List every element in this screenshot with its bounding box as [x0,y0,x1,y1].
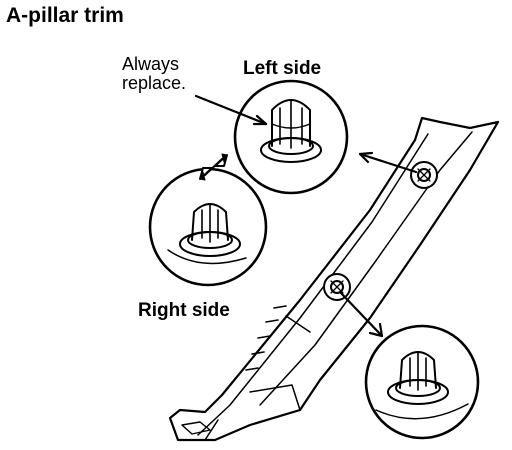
replace-note-line1: Always [122,54,180,74]
replace-note: Always replace. [122,55,186,93]
left-side-label: Left side [243,58,322,79]
clip-icon [260,99,322,163]
clip-icon [375,351,469,420]
right-side-clip-detail [148,167,268,287]
upper-clip-hole [410,161,438,189]
page-title: A-pillar trim [6,4,124,27]
left-side-clip-detail [233,79,349,195]
lower-clip-hole [323,273,351,301]
lower-clip-detail [364,324,480,440]
double-arrow-icon [199,153,228,181]
replace-note-line2: replace. [122,72,187,93]
right-side-label: Right side [138,300,230,321]
clip-icon [167,203,247,265]
pointer-arrows [194,94,418,338]
